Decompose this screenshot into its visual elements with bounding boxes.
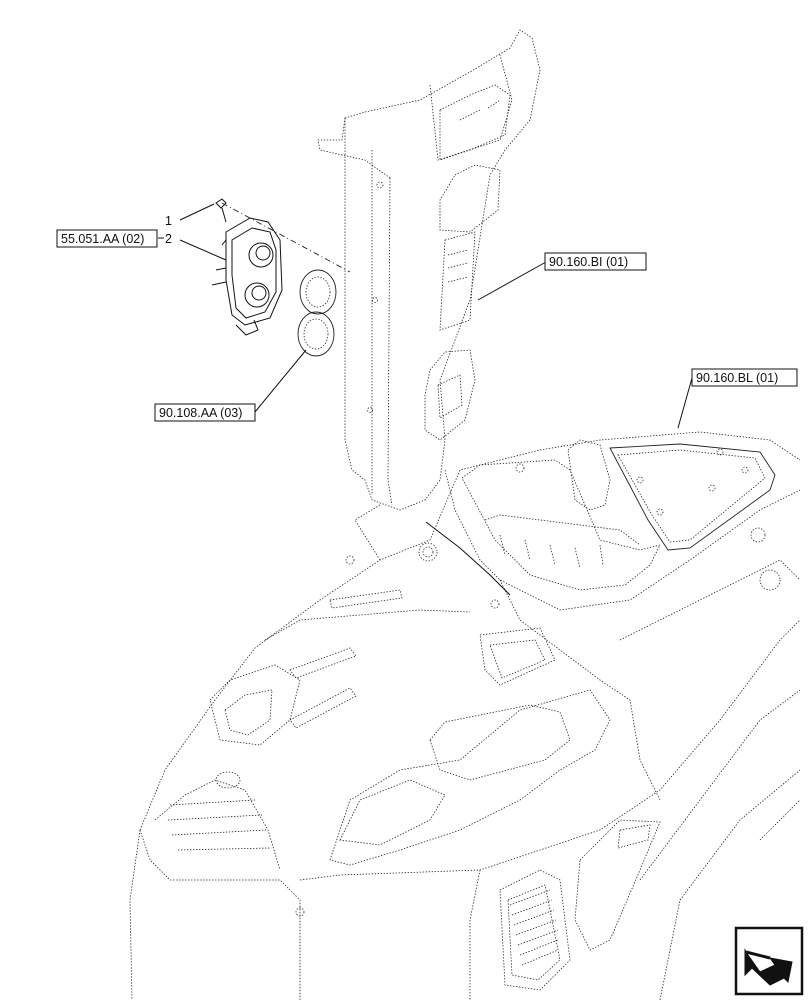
- cable: [425, 521, 511, 596]
- dashboard: [129, 431, 801, 1000]
- arrow-icon[interactable]: [734, 926, 804, 996]
- trim-plugs: [297, 269, 337, 357]
- ref-box-90160bl: [691, 368, 798, 387]
- ref-label-90108[interactable]: 90.108.AA (03): [159, 406, 242, 420]
- side-panel: [609, 443, 776, 551]
- ref-label-55051[interactable]: 55.051.AA (02): [61, 232, 144, 246]
- pillar-trim: [317, 29, 541, 511]
- ref-box-90108: [154, 403, 256, 422]
- assembly-line: [221, 202, 351, 273]
- ref-label-90160bi[interactable]: 90.160.BI (01): [549, 255, 628, 269]
- ref-label-90160bl[interactable]: 90.160.BL (01): [696, 371, 778, 385]
- switch-module: [211, 198, 283, 336]
- item-number-1: 1: [165, 214, 172, 228]
- ref-box-55051: [56, 229, 158, 248]
- ref-box-90160bi: [544, 252, 647, 271]
- leader-lines: [158, 203, 693, 429]
- item-number-2: 2: [165, 232, 172, 246]
